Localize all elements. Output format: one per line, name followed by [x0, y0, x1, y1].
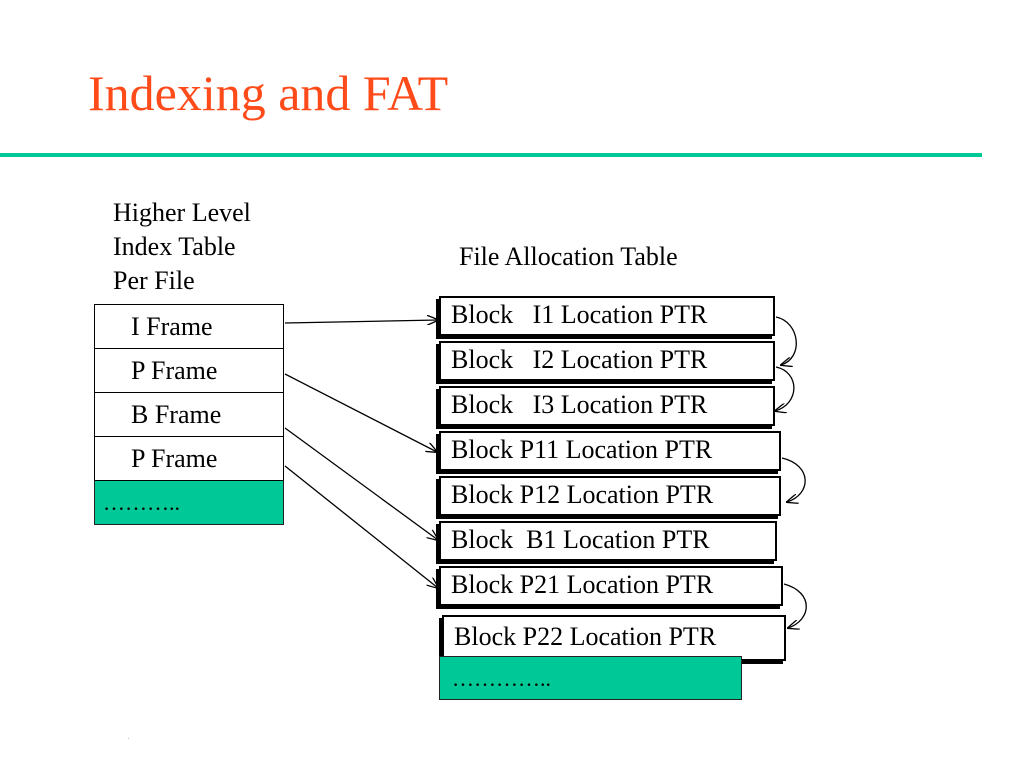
link-arrow-p11-to-p12 [781, 457, 806, 502]
fat-row-b1[interactable]: Block B1 Location PTR [439, 521, 777, 561]
fat-continuation: ………….. [439, 656, 742, 700]
index-table-caption: Higher Level Index Table Per File [113, 196, 251, 298]
fat-caption: File Allocation Table [459, 242, 678, 271]
fat-row-i3[interactable]: Block I3 Location PTR [439, 386, 775, 426]
link-arrow-i1-to-i2 [775, 316, 797, 365]
fat-row-p12[interactable]: Block P12 Location PTR [439, 476, 781, 516]
index-row-p-frame-2[interactable]: P Frame [94, 437, 284, 481]
arrow-p-frame-to-p11 [284, 373, 437, 452]
fat-row-p22[interactable]: Block P22 Location PTR [442, 615, 786, 661]
index-caption-line-3: Per File [113, 266, 195, 295]
link-arrow-i2-to-i3 [775, 366, 795, 411]
index-table: I Frame P Frame B Frame P Frame ……….. [94, 304, 284, 525]
arrow-p-frame-to-p21 [284, 465, 438, 588]
index-row-b-frame[interactable]: B Frame [94, 393, 284, 437]
arrow-b-frame-to-b1 [284, 427, 438, 540]
index-row-i-frame[interactable]: I Frame [94, 304, 284, 349]
fat-row-i2[interactable]: Block I2 Location PTR [439, 341, 775, 381]
fat-row-p21[interactable]: Block P21 Location PTR [439, 566, 783, 606]
fat-row-i1[interactable]: Block I1 Location PTR [439, 296, 775, 336]
title-divider [0, 153, 982, 157]
link-arrow-p21-to-p22 [783, 583, 807, 628]
arrow-i-frame-to-i1 [284, 320, 438, 323]
fat-row-p11[interactable]: Block P11 Location PTR [439, 431, 781, 471]
page-title: Indexing and FAT [88, 65, 449, 121]
index-row-p-frame-1[interactable]: P Frame [94, 349, 284, 393]
stray-dot [128, 738, 129, 739]
index-caption-line-2: Index Table [113, 232, 236, 261]
index-table-continuation: ……….. [94, 481, 284, 525]
index-caption-line-1: Higher Level [113, 198, 251, 227]
